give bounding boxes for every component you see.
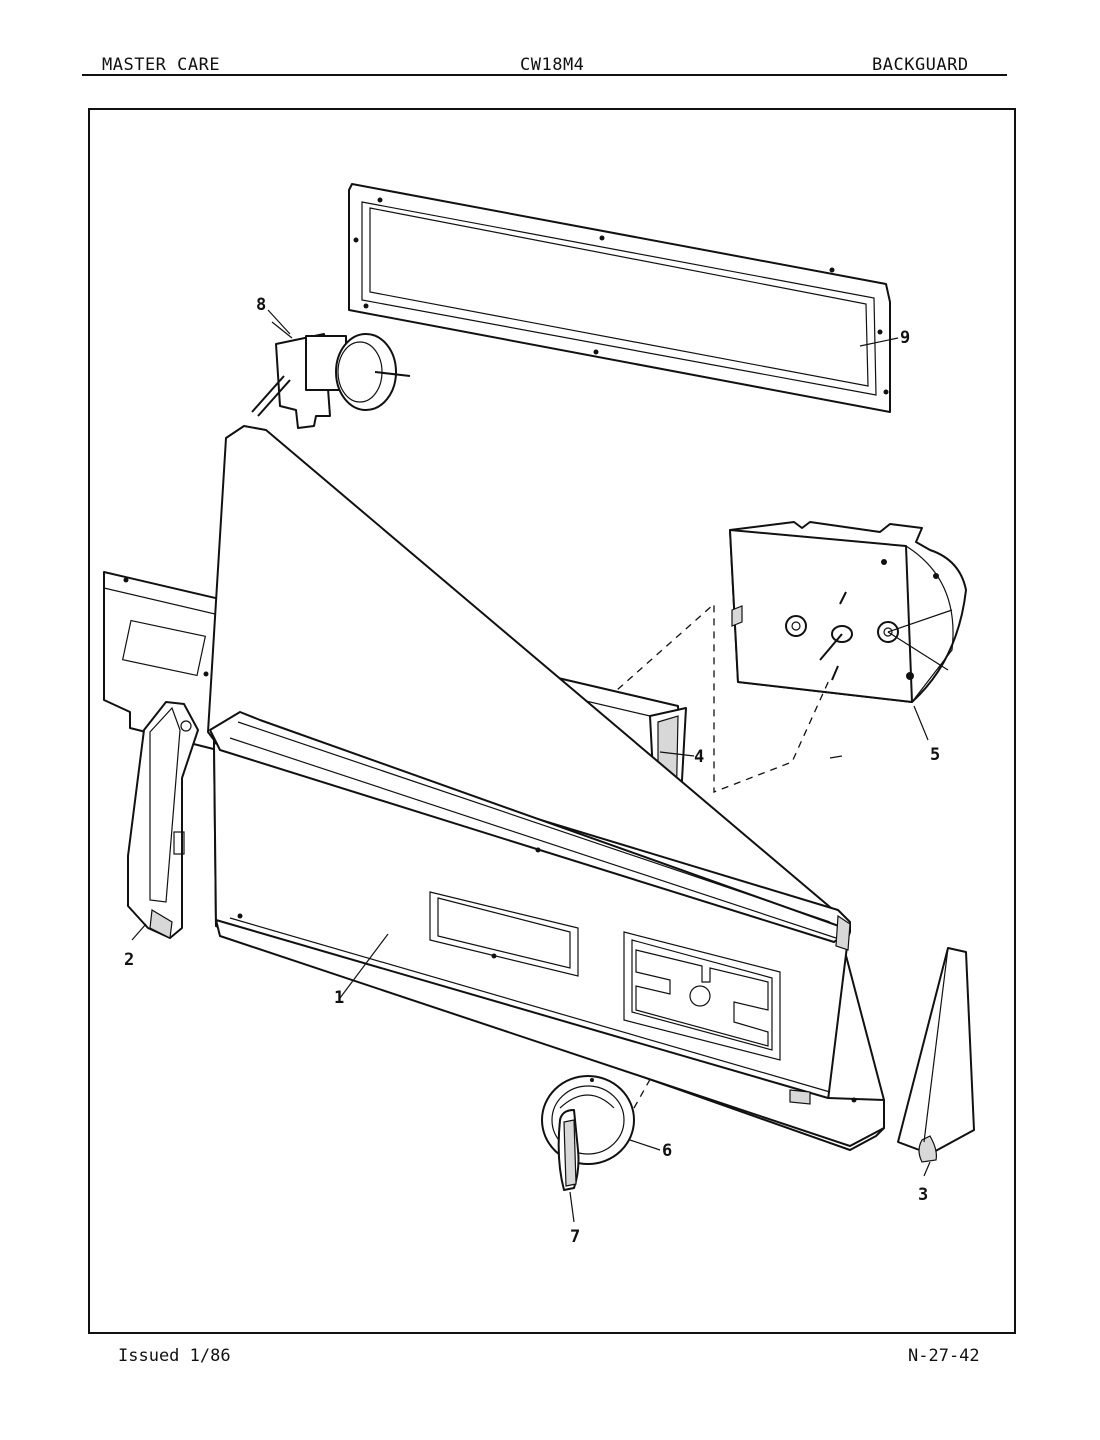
header-brand: MASTER CARE [102, 55, 221, 75]
callout-2: 2 [124, 950, 134, 970]
callout-6: 6 [662, 1141, 672, 1161]
part-3-end-cap [897, 947, 975, 1163]
header-section: BACKGUARD [872, 55, 969, 75]
callout-9: 9 [900, 328, 910, 348]
part-6-dial [541, 1075, 635, 1165]
callout-labels: 9 8 5 4 2 1 6 7 3 [124, 295, 940, 1247]
callout-5: 5 [930, 745, 940, 765]
part-2-end-bracket [127, 701, 199, 939]
part-7-knob [557, 1109, 580, 1191]
part-1-backguard-housing [207, 425, 885, 1151]
diagram-frame [88, 108, 1016, 1334]
callout-4: 4 [694, 747, 704, 767]
part-8-switch [251, 321, 411, 429]
footer-issued: Issued 1/86 [118, 1346, 231, 1366]
exploded-parts-diagram: 9 8 5 4 2 1 6 7 3 [103, 183, 975, 1247]
callout-8: 8 [256, 295, 266, 315]
header-model: CW18M4 [520, 55, 585, 75]
header-rule [82, 74, 1007, 76]
callout-3: 3 [918, 1185, 928, 1205]
part-5-timer [729, 521, 967, 703]
footer-page-code: N-27-42 [908, 1346, 980, 1366]
callout-7: 7 [570, 1227, 580, 1247]
part-9-rear-panel [348, 183, 891, 413]
callout-1: 1 [334, 988, 344, 1008]
leader-lines [131, 309, 931, 1223]
